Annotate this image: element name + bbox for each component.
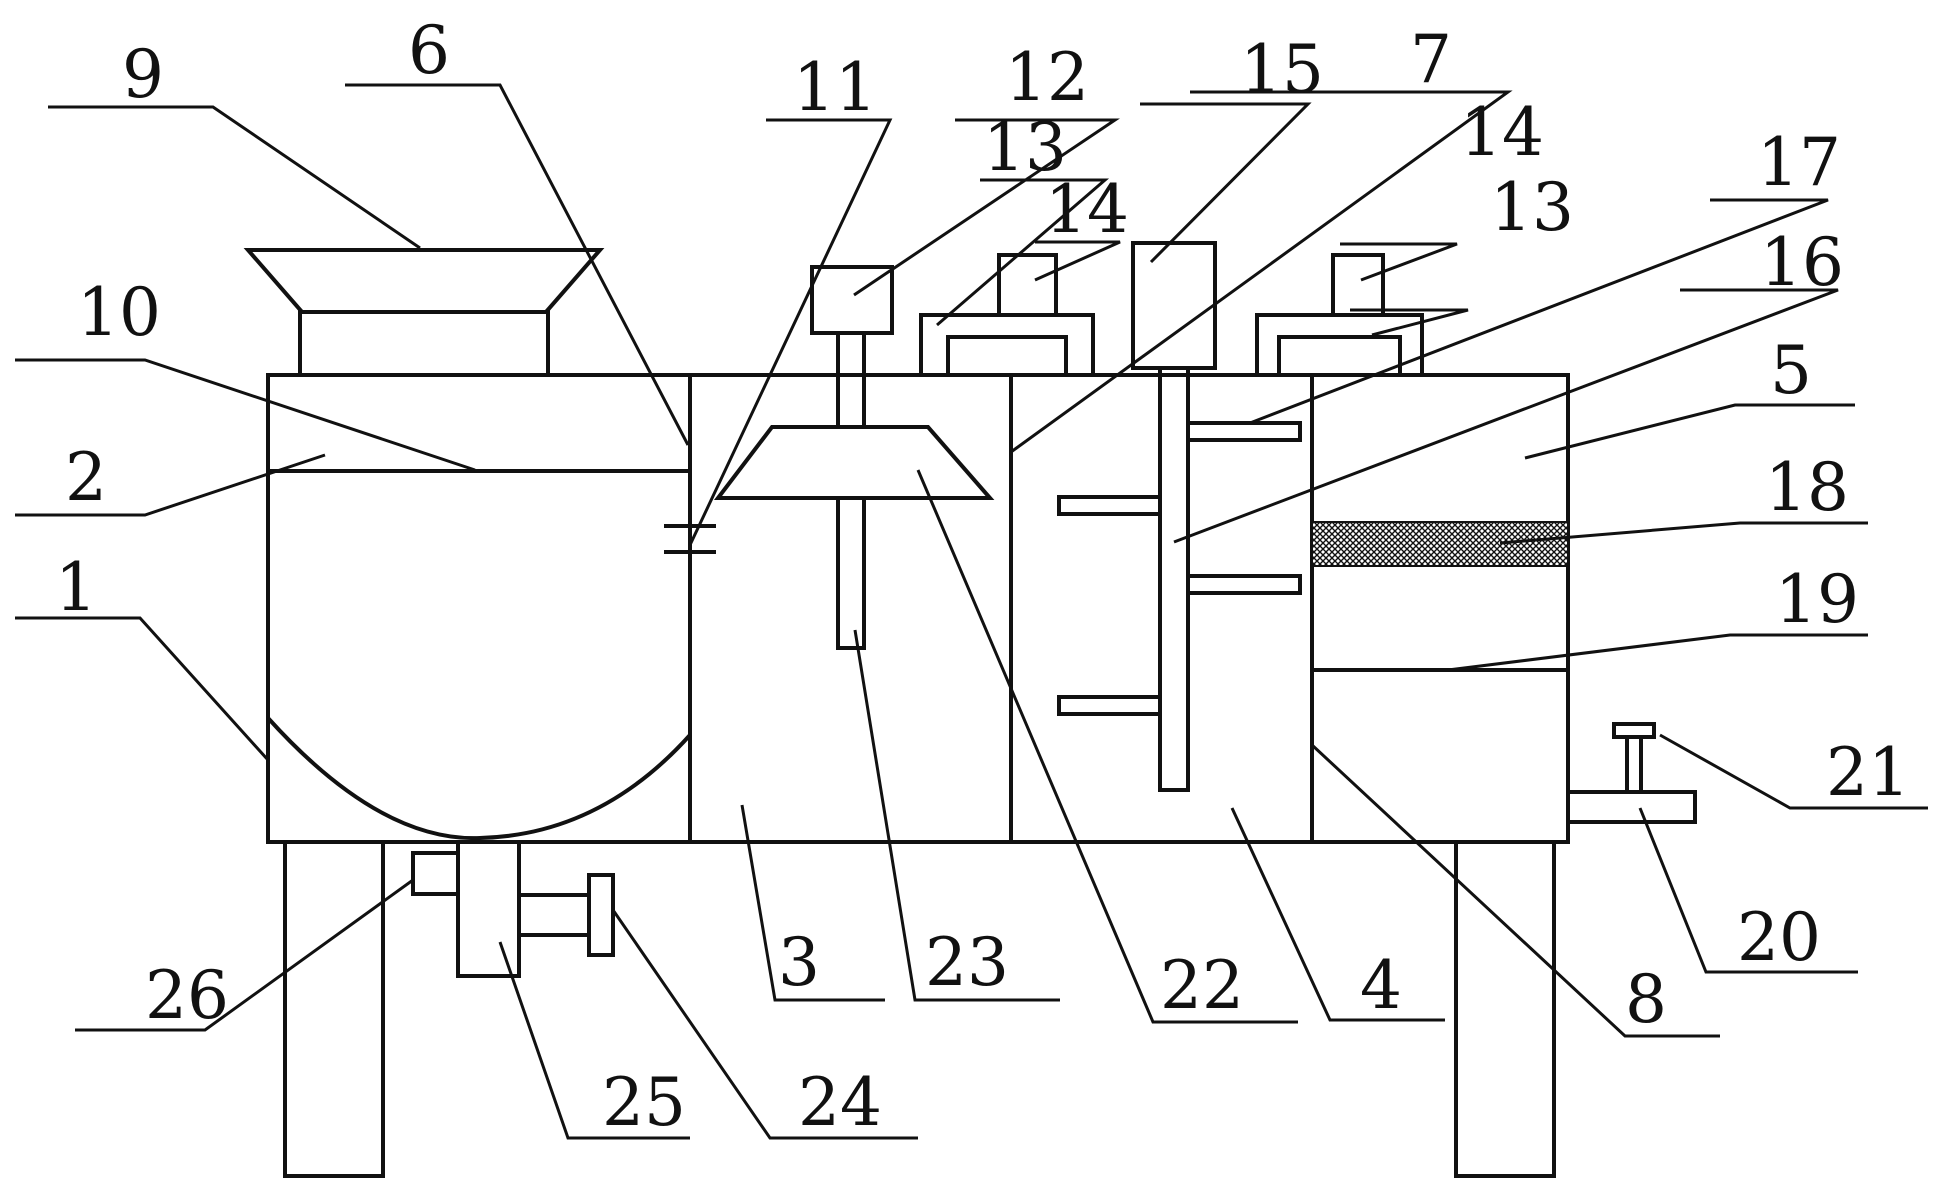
blade-17-2 [1186, 574, 1302, 595]
label-26: 26 [145, 957, 229, 1034]
stirrer-shaft-16 [1158, 366, 1190, 792]
label-18: 18 [1765, 449, 1849, 526]
label-14b: 14 [1460, 94, 1544, 171]
label-4: 4 [1360, 947, 1402, 1024]
top-box-13b-inner [1277, 335, 1402, 377]
label-21: 21 [1826, 734, 1910, 811]
label-13b: 13 [1490, 169, 1574, 246]
label-24: 24 [798, 1064, 882, 1141]
top-box-14b [1331, 253, 1385, 317]
label-13a: 13 [983, 109, 1067, 186]
left-leg [283, 840, 385, 1178]
leader-lines [15, 83, 1928, 1140]
blade-17-4 [1057, 695, 1162, 716]
label-11: 11 [793, 49, 877, 126]
label-9: 9 [122, 36, 164, 113]
label-22: 22 [1160, 947, 1244, 1024]
label-2: 2 [65, 439, 107, 516]
right-leg [1454, 840, 1556, 1178]
curved-bottom [266, 716, 692, 841]
main-tank [266, 373, 1570, 844]
label-6: 6 [408, 12, 450, 89]
label-1: 1 [55, 549, 97, 626]
label-15: 15 [1240, 31, 1324, 108]
label-5: 5 [1770, 332, 1812, 409]
hopper-neck [298, 310, 550, 377]
filter-mesh-18 [1311, 521, 1569, 567]
label-8: 8 [1625, 961, 1667, 1038]
bottom-outlet-25 [456, 840, 521, 978]
label-3: 3 [778, 924, 820, 1001]
valve-stem-21 [1625, 735, 1643, 794]
blade-17-1 [1186, 421, 1302, 442]
side-box-26 [411, 851, 460, 896]
label-16: 16 [1760, 224, 1844, 301]
feed-hopper [243, 248, 605, 314]
label-19: 19 [1775, 561, 1859, 638]
label-20: 20 [1737, 899, 1821, 976]
outlet-pipe-20 [1566, 790, 1697, 824]
label-7: 7 [1410, 21, 1452, 98]
part-labels: 9 6 11 12 13 14 15 7 14 13 17 16 10 5 2 … [55, 12, 1910, 1141]
label-25: 25 [602, 1064, 686, 1141]
label-23: 23 [925, 924, 1009, 1001]
label-10: 10 [77, 274, 161, 351]
blade-17-3 [1057, 495, 1162, 516]
motor-15 [1131, 241, 1217, 370]
label-14a: 14 [1045, 171, 1129, 248]
top-box-14a [997, 253, 1058, 317]
top-box-13a-inner [946, 335, 1068, 377]
pipe-24 [517, 893, 591, 937]
valve-handle-21 [1612, 722, 1656, 739]
distributor-cone-22 [713, 425, 995, 500]
label-12: 12 [1005, 39, 1089, 116]
flange-24 [587, 873, 615, 957]
label-17: 17 [1757, 124, 1841, 201]
